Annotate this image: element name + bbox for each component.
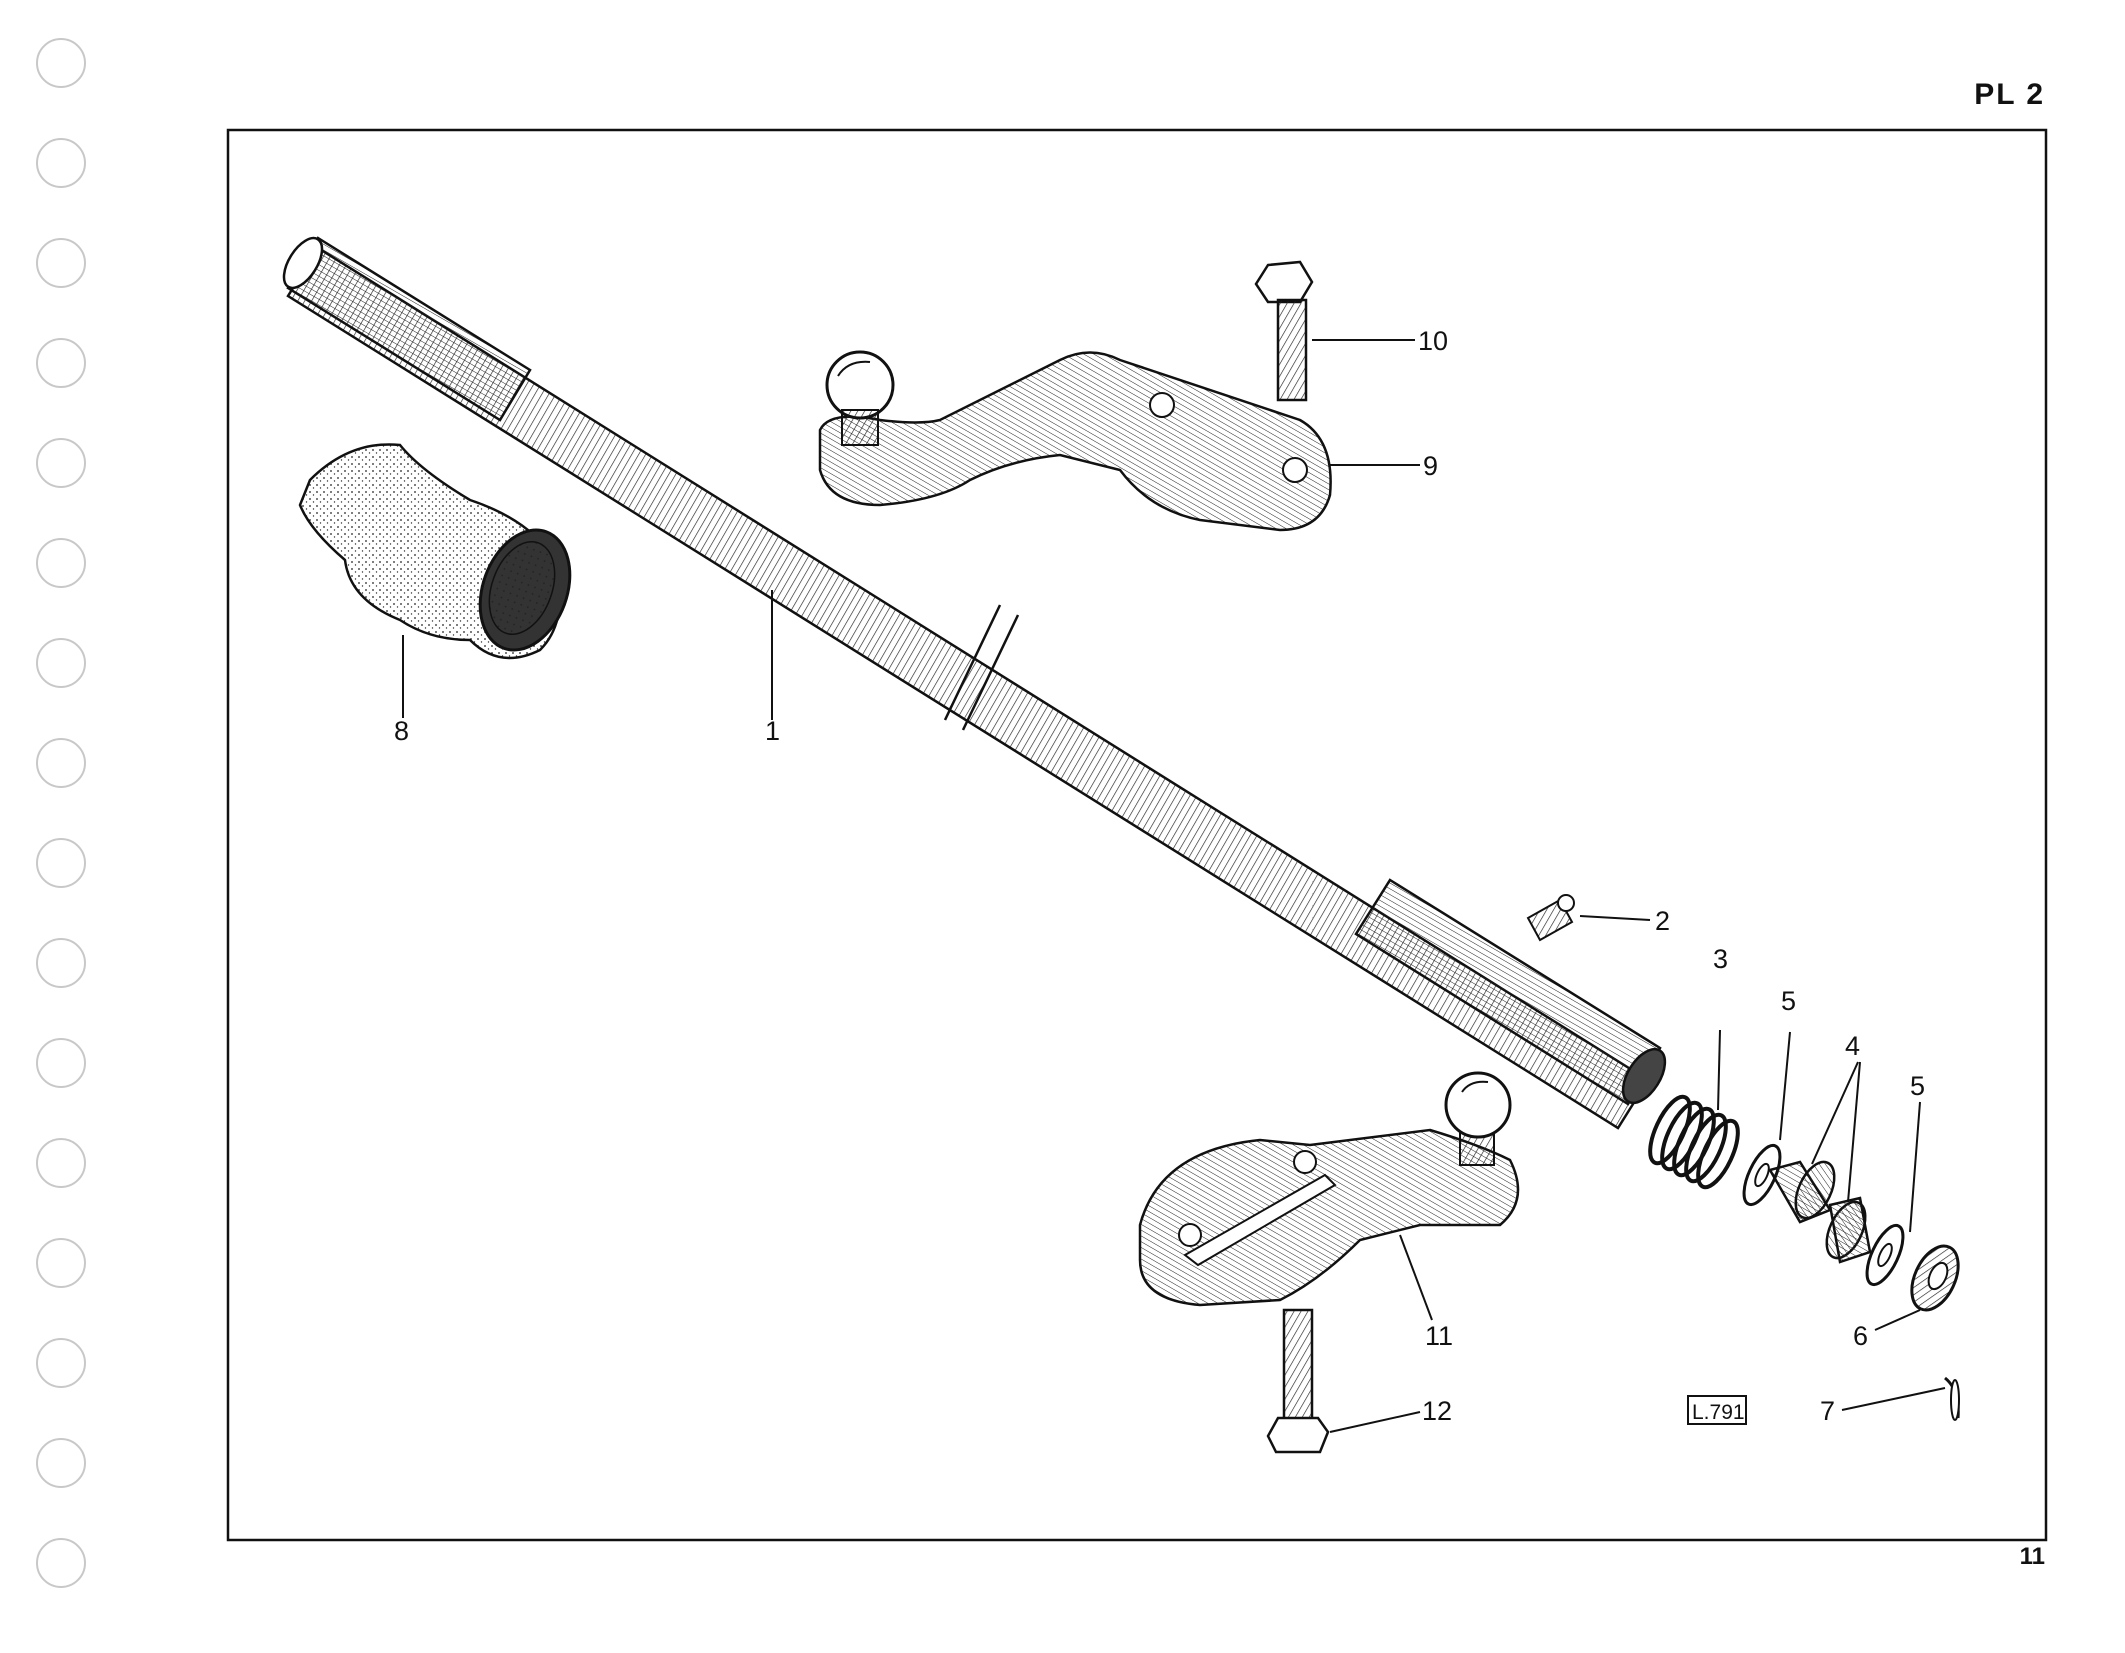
- ball-cups: [1768, 1160, 1872, 1264]
- leader-lines: [402, 339, 1946, 1433]
- callout-3: 3: [1713, 944, 1728, 974]
- callout-10: 10: [1418, 326, 1448, 356]
- page-number: 11: [2019, 1543, 2045, 1570]
- callout-7: 7: [1820, 1396, 1835, 1426]
- lower-bolt: [1266, 1308, 1330, 1454]
- upper-steering-arm: [818, 350, 1332, 532]
- binder-hole: [36, 938, 86, 988]
- binder-hole: [36, 138, 86, 188]
- callout-12: 12: [1422, 1396, 1452, 1426]
- binder-hole: [36, 1538, 86, 1588]
- washer: [1865, 1223, 1905, 1287]
- castellated-nut: [1910, 1244, 1960, 1312]
- upper-bolt: [1254, 260, 1314, 402]
- drawing-reference: L.791: [1687, 1395, 1747, 1425]
- callout-5b: 5: [1910, 1071, 1925, 1101]
- track-rod-tube: [282, 236, 1667, 1130]
- binder-hole: [36, 38, 86, 88]
- binder-hole: [36, 1038, 86, 1088]
- callout-8: 8: [394, 716, 409, 746]
- washer: [1742, 1143, 1782, 1207]
- drawing-reference-label: L.791: [1692, 1401, 1745, 1424]
- callout-6: 6: [1853, 1321, 1868, 1351]
- binder-hole: [36, 1138, 86, 1188]
- rubber-boot: [298, 443, 572, 660]
- binder-hole: [36, 338, 86, 388]
- plate-number: PL 2: [1974, 78, 2045, 111]
- binder-hole: [36, 1438, 86, 1488]
- callout-4: 4: [1845, 1031, 1860, 1061]
- binder-hole: [36, 1338, 86, 1388]
- callout-1: 1: [765, 716, 780, 746]
- callout-2: 2: [1655, 906, 1670, 936]
- lower-steering-arm: [1138, 1071, 1520, 1307]
- grease-nipple: [1526, 894, 1575, 942]
- callout-9: 9: [1423, 451, 1438, 481]
- binder-hole: [36, 738, 86, 788]
- binder-hole: [36, 238, 86, 288]
- binder-hole: [36, 838, 86, 888]
- drawing-frame: [226, 128, 2048, 1542]
- binder-hole: [36, 638, 86, 688]
- callout-11: 11: [1425, 1321, 1453, 1351]
- binder-hole: [36, 1238, 86, 1288]
- spring: [1648, 1094, 1740, 1190]
- split-pin: [1944, 1376, 1960, 1421]
- callout-5a: 5: [1781, 986, 1796, 1016]
- binder-hole: [36, 438, 86, 488]
- binder-hole: [36, 538, 86, 588]
